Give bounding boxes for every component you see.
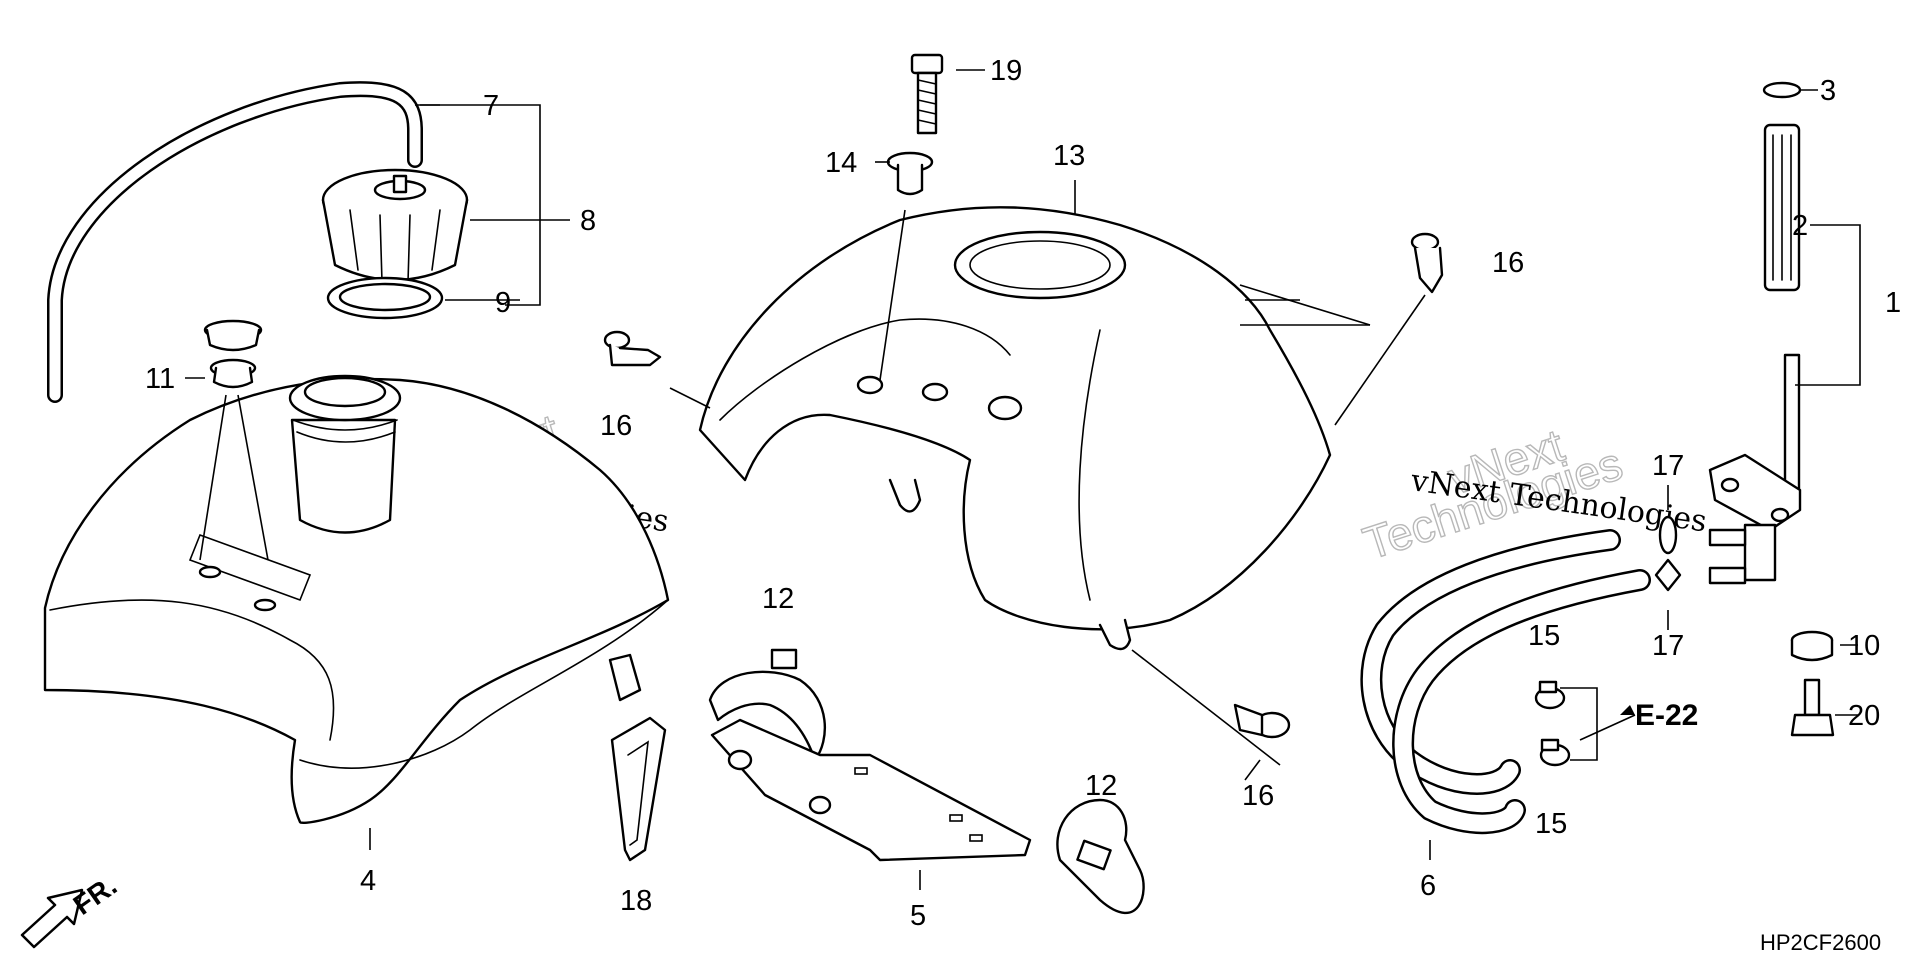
strap-12-bottom [1056, 798, 1145, 915]
callout-20: 20 [1848, 700, 1880, 732]
tank-grommet [203, 319, 263, 389]
clip-17-bottom [1654, 558, 1682, 592]
clamp-15-bottom [1539, 738, 1571, 767]
callout-11: 11 [145, 363, 175, 395]
callout-14: 14 [825, 147, 857, 179]
callout-19: 19 [990, 55, 1022, 87]
diagram-code: HP2CF2600 [1760, 930, 1881, 955]
reference-label[interactable]: E-22 [1635, 699, 1698, 732]
callout-7: 7 [483, 90, 499, 122]
callout-1: 1 [1885, 287, 1901, 319]
rubber-strap [610, 716, 667, 862]
front-direction-arrow-icon: FR. [20, 870, 122, 949]
fuel-cap [321, 168, 469, 283]
fuel-strainer [1763, 123, 1801, 292]
callout-18: 18 [620, 885, 652, 917]
leader-lines [185, 69, 1861, 890]
callout-10: 10 [1848, 630, 1880, 662]
collar-14 [886, 151, 934, 196]
clip-16-bottom [1233, 703, 1291, 739]
cap-gasket [326, 276, 444, 320]
callout-16-right: 16 [1492, 247, 1524, 279]
clip-16-right [1410, 232, 1444, 294]
callout-8: 8 [580, 205, 596, 237]
callout-6: 6 [1420, 870, 1436, 902]
callout-15-bottom: 15 [1535, 808, 1567, 840]
bracket-plate [710, 718, 1032, 862]
fuel-tank [43, 374, 670, 824]
callout-12-bottom: 12 [1085, 770, 1117, 802]
nut-10 [1790, 630, 1834, 662]
callout-17-bottom: 17 [1652, 630, 1684, 662]
callout-16-left: 16 [600, 410, 632, 442]
oring-17-top [1658, 515, 1678, 555]
tank-shroud [698, 206, 1332, 651]
callout-9: 9 [495, 287, 511, 319]
bolt-19 [910, 53, 944, 135]
callout-13: 13 [1053, 140, 1085, 172]
callout-4: 4 [360, 865, 376, 897]
breather-tube [47, 81, 423, 403]
callout-17-top: 17 [1652, 450, 1684, 482]
fuel-valve [1708, 353, 1802, 585]
clip-16-left [603, 330, 662, 367]
callout-3: 3 [1820, 75, 1836, 107]
callout-numbers: 1 2 3 4 5 6 7 8 9 10 11 12 12 13 14 15 1… [145, 55, 1901, 932]
callout-16-bottom: 16 [1242, 780, 1274, 812]
callout-2: 2 [1792, 210, 1808, 242]
oring-3 [1762, 81, 1802, 99]
callout-15-top: 15 [1528, 620, 1560, 652]
callout-5: 5 [910, 900, 926, 932]
callout-12-top: 12 [762, 583, 794, 615]
clamp-15-top [1534, 680, 1566, 710]
fuel-hoses [1360, 529, 1651, 835]
bolt-20 [1790, 678, 1835, 737]
